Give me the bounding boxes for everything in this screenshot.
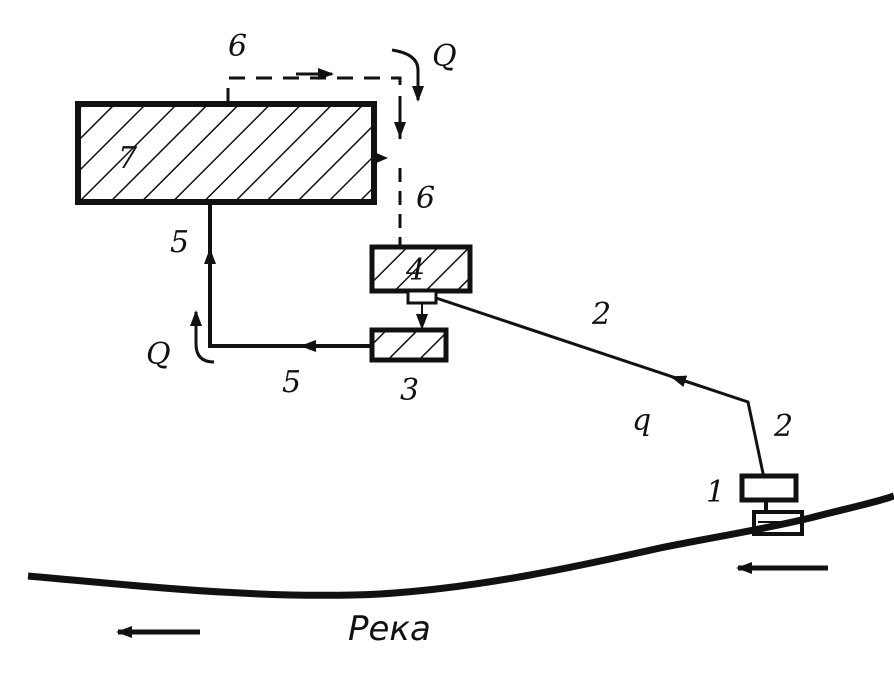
q-inflow-arrow [391,48,424,102]
line-5-bottom-label: 5 [282,365,301,400]
block-7-label: 7 [118,141,138,176]
river-label: Река [348,609,431,649]
line-2-upper-label: 2 [591,297,611,332]
block-4-label: 4 [405,253,425,288]
block-1-label: 1 [706,475,725,510]
block-3-label: 3 [400,373,419,408]
river-bank [27,492,894,599]
q-small-label: q [632,403,651,438]
line-2-lower-label: 2 [773,409,793,444]
q-outflow-arrow [190,310,215,364]
q-inflow-label: Q [432,39,457,74]
line-6-right-label: 6 [416,181,435,216]
line-6 [226,68,406,247]
block-7: 7 [75,101,377,205]
line-2 [435,296,766,479]
q-outflow-label: Q [146,337,171,372]
line-6-top-label: 6 [228,29,247,64]
block-3 [369,327,449,363]
line-5-left-label: 5 [170,225,189,260]
line-5 [204,202,372,352]
block-4: 4 [369,244,473,305]
